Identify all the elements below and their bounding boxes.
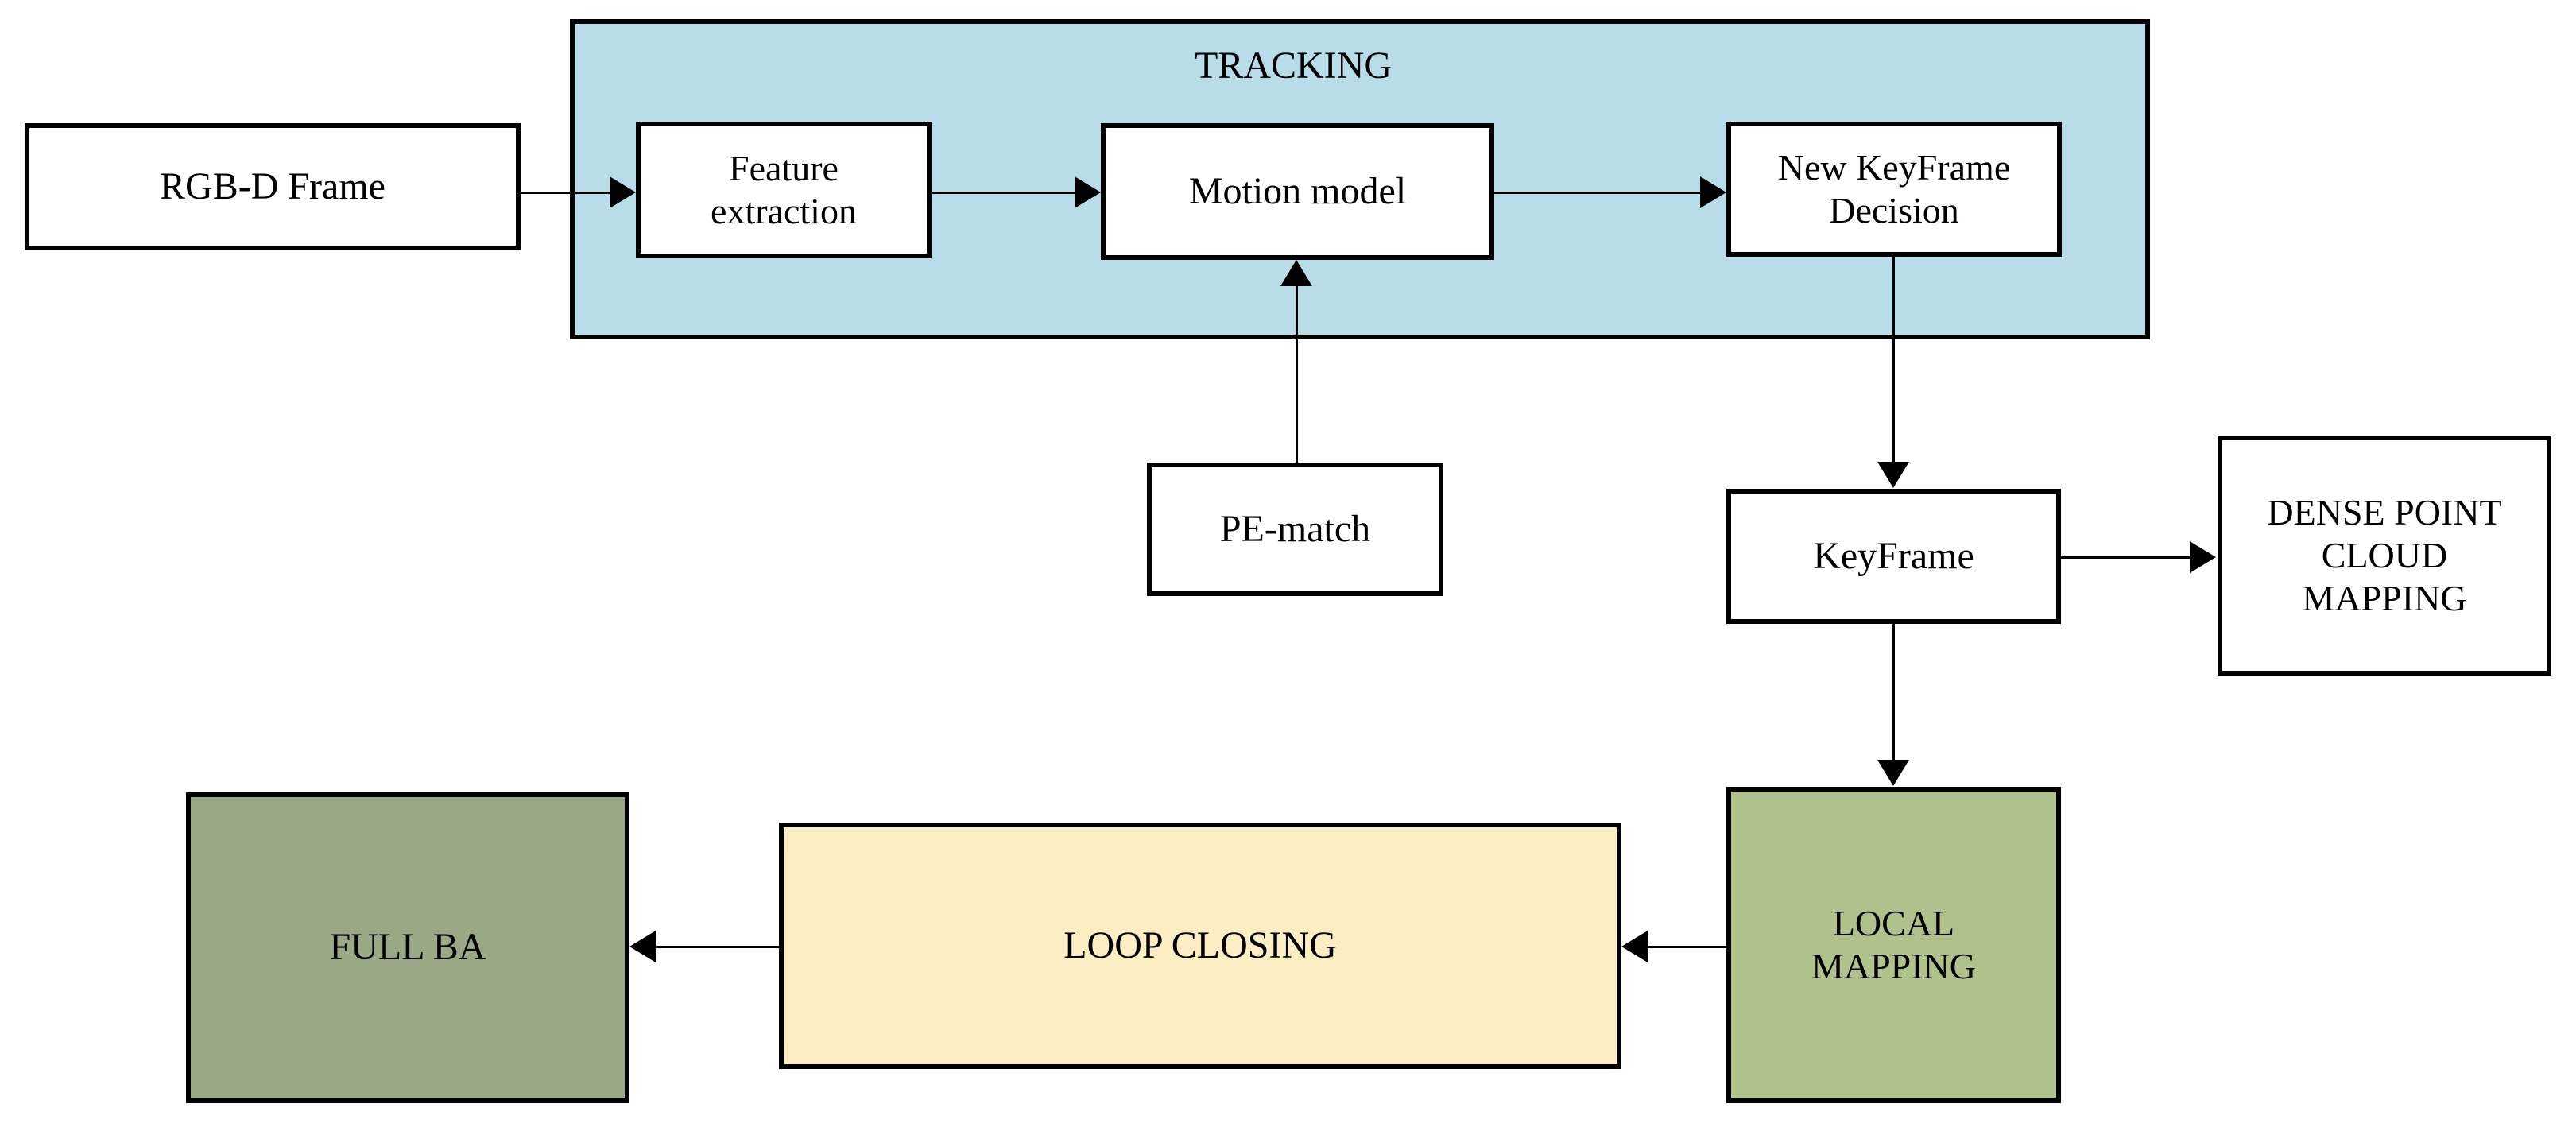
node-dense-point-cloud-mapping-label: DENSE POINT CLOUD MAPPING — [2260, 491, 2508, 621]
edge-keyframe-to-local-mapping-arrowhead — [1877, 760, 1909, 786]
edge-loop-closing-to-full-ba — [656, 946, 780, 948]
node-new-keyframe-decision-label: New KeyFrame Decision — [1772, 146, 2017, 233]
edge-feature-to-motion-arrowhead — [1075, 176, 1101, 208]
edge-feature-to-motion — [932, 192, 1077, 194]
node-keyframe-label: KeyFrame — [1813, 534, 1974, 577]
node-dense-point-cloud-mapping-line1: DENSE POINT — [2267, 491, 2502, 532]
edge-keyframe-to-dense-mapping-arrowhead — [2190, 541, 2216, 573]
edge-pematch-to-motion — [1296, 286, 1298, 463]
tracking-group-title: TRACKING — [1195, 45, 1392, 87]
node-motion-model-label: Motion model — [1188, 169, 1407, 212]
edge-motion-to-keyframe-decision — [1494, 192, 1702, 194]
edge-rgbd-to-feature — [521, 192, 612, 194]
node-local-mapping-line2: MAPPING — [1811, 946, 1977, 986]
edge-keyframe-decision-to-keyframe — [1892, 257, 1895, 462]
node-rgbd-frame[interactable]: RGB-D Frame — [25, 123, 521, 250]
node-full-ba[interactable]: FULL BA — [186, 792, 629, 1103]
edge-loop-closing-to-full-ba-arrowhead — [629, 931, 656, 962]
node-dense-point-cloud-mapping-line2: CLOUD — [2321, 534, 2448, 575]
node-feature-extraction-label: Feature extraction — [704, 147, 863, 234]
edge-rgbd-to-feature-arrowhead — [610, 176, 636, 208]
edge-pematch-to-motion-arrowhead — [1280, 260, 1312, 286]
edge-motion-to-keyframe-decision-arrowhead — [1700, 176, 1726, 208]
node-new-keyframe-decision-line2: Decision — [1829, 190, 1959, 230]
edge-keyframe-to-local-mapping — [1892, 624, 1895, 761]
node-local-mapping-line1: LOCAL — [1832, 902, 1955, 943]
node-motion-model[interactable]: Motion model — [1101, 123, 1494, 260]
node-new-keyframe-decision-line1: New KeyFrame — [1777, 146, 2011, 188]
node-pe-match[interactable]: PE-match — [1147, 463, 1443, 596]
edge-keyframe-decision-to-keyframe-arrowhead — [1877, 462, 1909, 488]
node-dense-point-cloud-mapping-line3: MAPPING — [2302, 578, 2467, 619]
edge-keyframe-to-dense-mapping — [2061, 556, 2192, 559]
node-loop-closing-label: LOOP CLOSING — [1063, 924, 1337, 966]
node-keyframe[interactable]: KeyFrame — [1726, 489, 2061, 624]
edge-local-mapping-to-loop-closing-arrowhead — [1621, 931, 1648, 962]
node-local-mapping[interactable]: LOCAL MAPPING — [1726, 787, 2061, 1103]
node-feature-extraction-line2: extraction — [711, 191, 857, 231]
node-local-mapping-label: LOCAL MAPPING — [1805, 902, 1982, 989]
edge-local-mapping-to-loop-closing — [1648, 946, 1727, 948]
node-new-keyframe-decision[interactable]: New KeyFrame Decision — [1726, 122, 2062, 257]
node-dense-point-cloud-mapping[interactable]: DENSE POINT CLOUD MAPPING — [2218, 436, 2551, 676]
node-feature-extraction[interactable]: Feature extraction — [636, 122, 932, 258]
node-rgbd-frame-label: RGB-D Frame — [160, 165, 385, 207]
node-feature-extraction-line1: Feature — [729, 147, 839, 188]
node-pe-match-label: PE-match — [1219, 507, 1371, 550]
node-loop-closing[interactable]: LOOP CLOSING — [779, 823, 1621, 1069]
node-full-ba-label: FULL BA — [329, 926, 486, 969]
